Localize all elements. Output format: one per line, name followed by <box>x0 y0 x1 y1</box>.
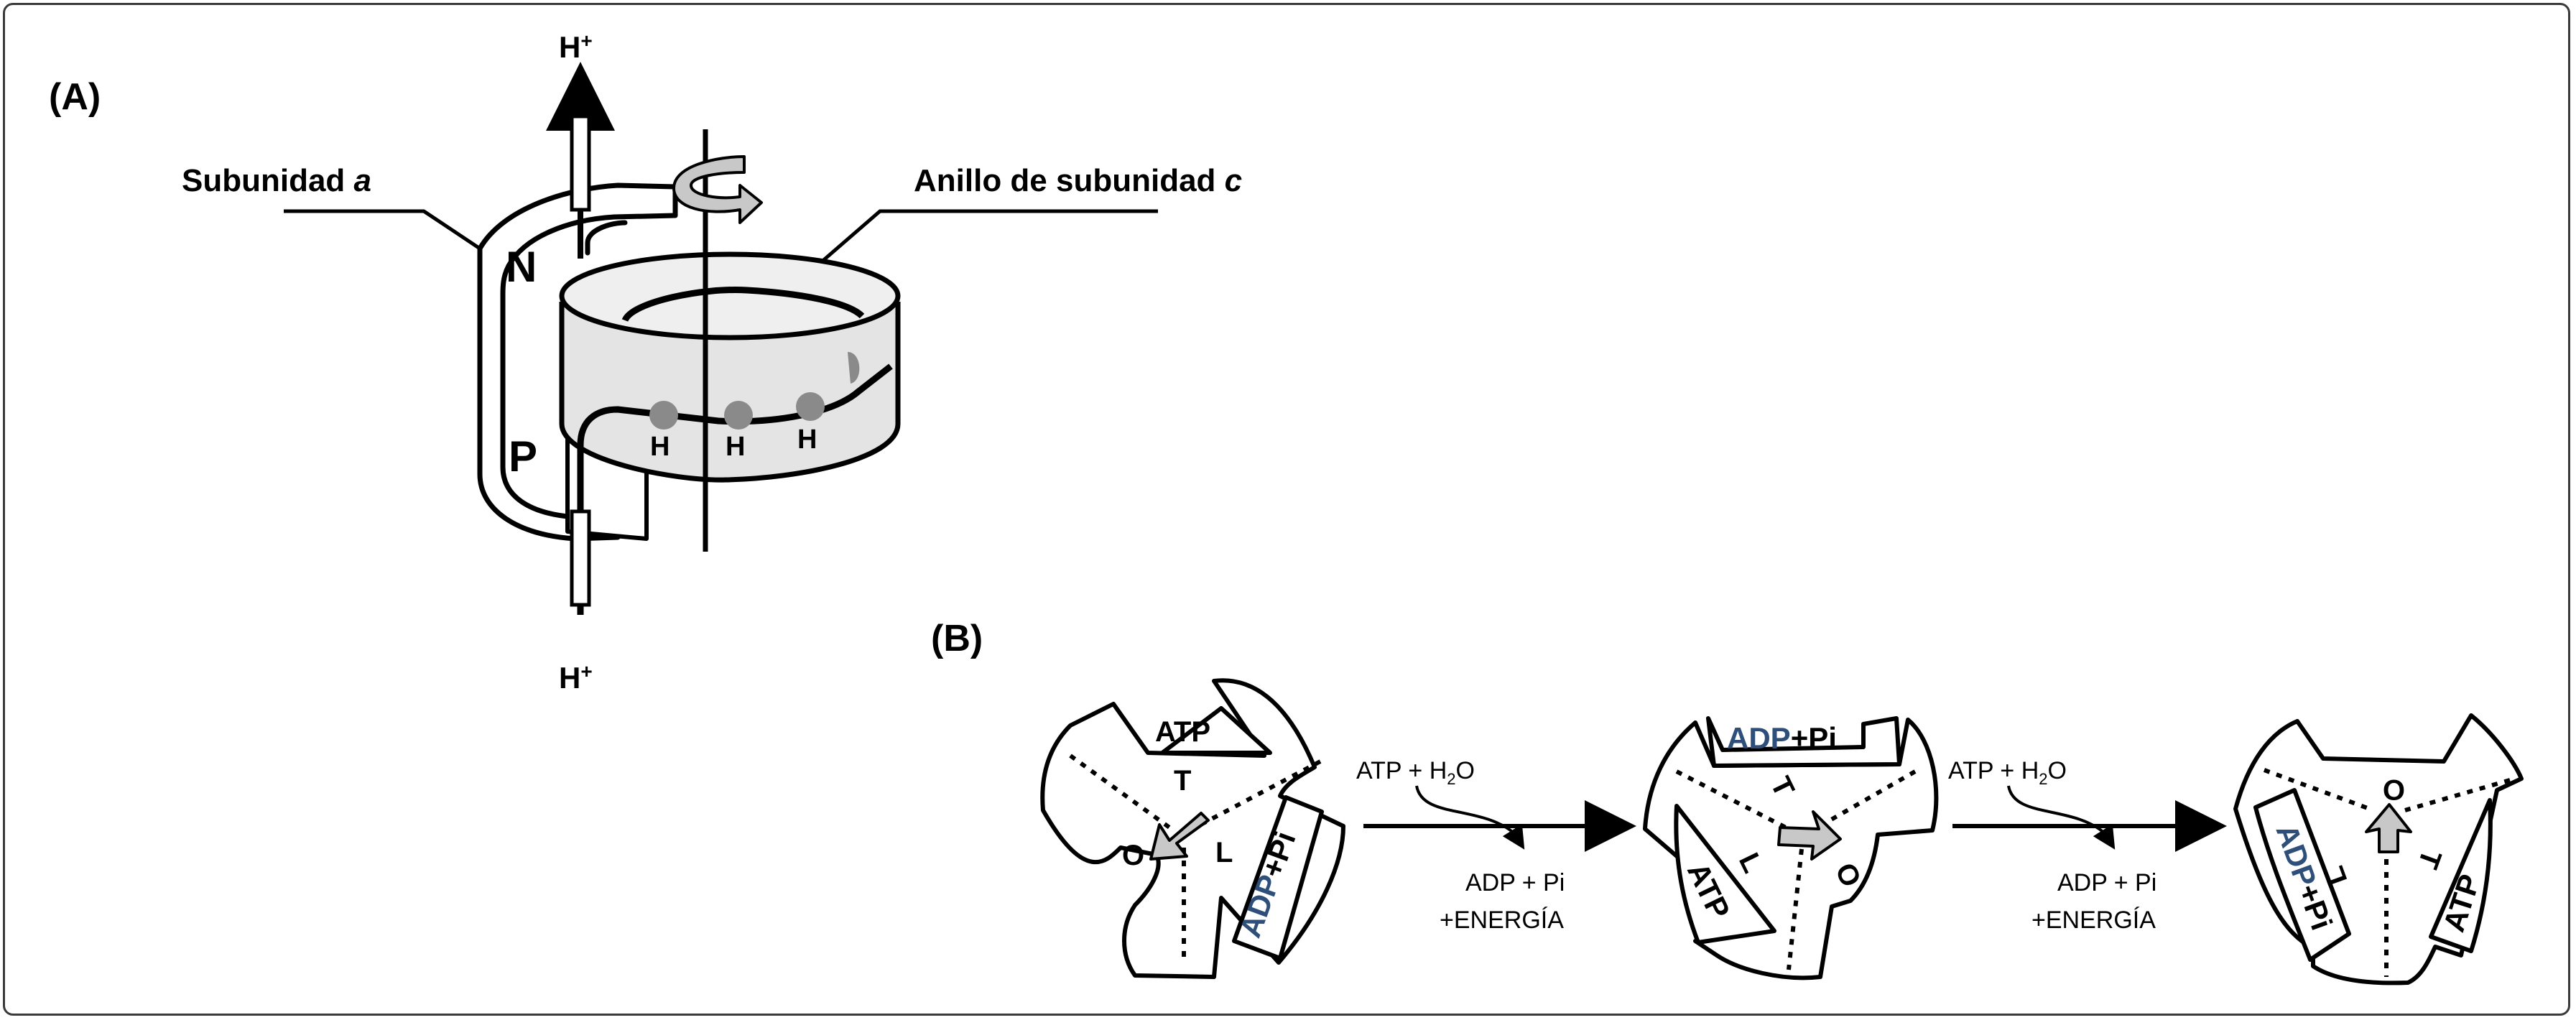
state-1-adp-pocket <box>1232 795 1324 960</box>
figure-frame <box>3 3 2570 1016</box>
ring-wall <box>559 302 901 483</box>
subunit-a-inner-top <box>585 220 628 256</box>
ring-label: Anillo de subunidad c <box>914 163 1242 198</box>
ring-inner-rim <box>621 287 865 323</box>
state-1-rotation-arrow-icon <box>1149 812 1210 861</box>
reaction-step-1: ATP + H2O ADP + Pi +ENERGÍA <box>1356 757 1636 934</box>
state-1-divider <box>1194 759 1322 830</box>
panel-a-label: (A) <box>49 76 101 118</box>
ring-site-dot <box>796 392 825 421</box>
ring-site-dot <box>724 401 753 430</box>
state-1-o: O <box>1122 840 1144 871</box>
reaction-step-2: ATP + H2O ADP + Pi +ENERGÍA <box>1948 757 2227 934</box>
state-1-adp-pi: ADP+Pi <box>1233 827 1302 942</box>
step-1-output-2: +ENERGÍA <box>1440 907 1564 934</box>
panel-a: (A) Subunidad a Anillo de subunidad c H+… <box>49 29 1242 695</box>
side-n-label: N <box>506 243 537 291</box>
binding-state-1: ATP T O L ADP+Pi <box>1040 678 1345 979</box>
panel-b: (B) ATP T O L ADP+Pi ATP + H2O ADP + Pi … <box>931 618 2524 986</box>
step-1-curve-arrow <box>1415 785 1525 850</box>
ring-leader-line <box>809 209 1158 273</box>
step-2-output-2: +ENERGÍA <box>2031 907 2156 934</box>
step-2-output-1: ADP + Pi <box>2057 869 2156 896</box>
step-1-output-1: ADP + Pi <box>1465 869 1565 896</box>
state-2-adp-pocket <box>1706 716 1901 768</box>
state-3-adp-pocket <box>2253 788 2351 962</box>
ring-top <box>559 251 901 340</box>
state-1-t: T <box>1174 765 1191 797</box>
state-3-atp-pocket <box>2429 798 2493 953</box>
state-2-divider <box>1816 769 1917 830</box>
binding-state-2: ADP+Pi ATP T L O <box>1643 716 1939 980</box>
state-2-adp-pi: ADP+Pi <box>1727 721 1837 755</box>
rotation-arrow-icon <box>672 155 763 224</box>
ring-site-label: H <box>797 425 817 455</box>
state-1-atp: ATP <box>1155 716 1210 748</box>
state-2-atp-pocket <box>1674 804 1776 945</box>
ring-site-label: H <box>650 432 670 462</box>
step-1-input: ATP + H2O <box>1356 757 1475 788</box>
step-2-curve-arrow <box>2007 785 2116 850</box>
ring-site-dot <box>649 401 678 430</box>
step-2-input: ATP + H2O <box>1948 757 2067 788</box>
state-3-rotation-arrow-icon <box>2365 803 2412 853</box>
state-2-rotation-arrow-icon <box>1777 810 1842 861</box>
binding-state-3: ADP+Pi ATP O L T <box>2233 713 2524 986</box>
state-1-l: L <box>1215 837 1233 868</box>
channel-bottom <box>570 509 591 607</box>
panel-b-label: (B) <box>931 618 983 659</box>
proton-bottom-label: H+ <box>559 660 593 695</box>
state-1-atp-pocket <box>1160 706 1272 755</box>
proton-top-label: H+ <box>559 29 593 64</box>
subunit-a-leader-line <box>284 209 481 251</box>
state-3-divider <box>2404 778 2511 812</box>
side-p-label: P <box>509 432 537 481</box>
state-3-o: O <box>2383 774 2405 805</box>
ring-site-dot <box>848 352 860 384</box>
channel-top <box>570 114 591 212</box>
subunit-a-label: Subunidad a <box>182 163 371 198</box>
ring-site-label: H <box>726 432 745 462</box>
